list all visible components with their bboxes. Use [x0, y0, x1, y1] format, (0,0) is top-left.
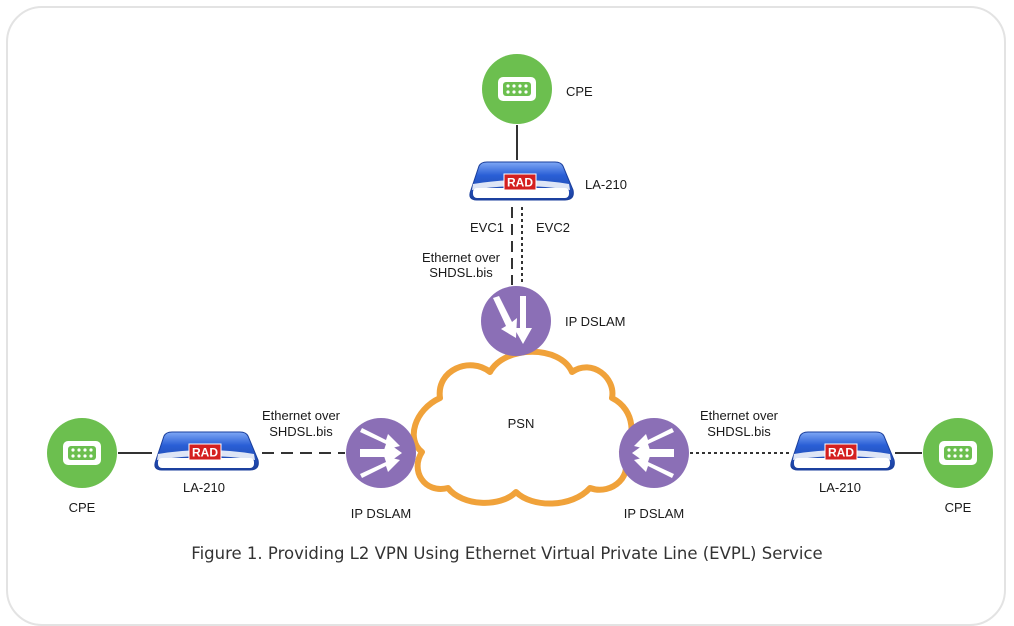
left-modem-label: LA-210 [183, 480, 225, 495]
left-link-label-line2: SHDSL.bis [269, 424, 333, 439]
evc2-label: EVC2 [536, 220, 570, 235]
top-rad-logo: RAD [507, 176, 533, 190]
top-dslam-label: IP DSLAM [565, 314, 625, 329]
left-rad-logo: RAD [192, 446, 218, 460]
top-cpe-label: CPE [566, 84, 593, 99]
right-link-label-line2: SHDSL.bis [707, 424, 771, 439]
right-dslam-arrows-icon [632, 428, 674, 478]
left-link-label-line1: Ethernet over [262, 408, 341, 423]
left-dslam-arrows-icon [360, 428, 402, 478]
right-cpe-icon [923, 418, 993, 488]
evc1-label: EVC1 [470, 220, 504, 235]
right-cpe-label: CPE [945, 500, 972, 515]
network-diagram: PSN CPE RAD LA-210 EVC1 EVC2 Ethernet ov… [47, 54, 993, 521]
top-link-label-line1: Ethernet over [422, 250, 501, 265]
top-modem-label: LA-210 [585, 177, 627, 192]
figure-caption: Figure 1. Providing L2 VPN Using Etherne… [191, 544, 823, 563]
left-cpe-label: CPE [69, 500, 96, 515]
right-rad-badge [824, 443, 858, 461]
right-link-label-line1: Ethernet over [700, 408, 779, 423]
top-dslam-arrows-icon [493, 296, 532, 344]
right-modem-label: LA-210 [819, 480, 861, 495]
right-rad-logo: RAD [828, 446, 854, 460]
psn-label: PSN [508, 416, 535, 431]
top-cpe-icon [482, 54, 552, 124]
top-rad-badge [503, 173, 537, 191]
left-rad-badge [188, 443, 222, 461]
left-cpe-icon [47, 418, 117, 488]
right-dslam-label: IP DSLAM [624, 506, 684, 521]
left-dslam-label: IP DSLAM [351, 506, 411, 521]
top-link-label-line2: SHDSL.bis [429, 265, 493, 280]
